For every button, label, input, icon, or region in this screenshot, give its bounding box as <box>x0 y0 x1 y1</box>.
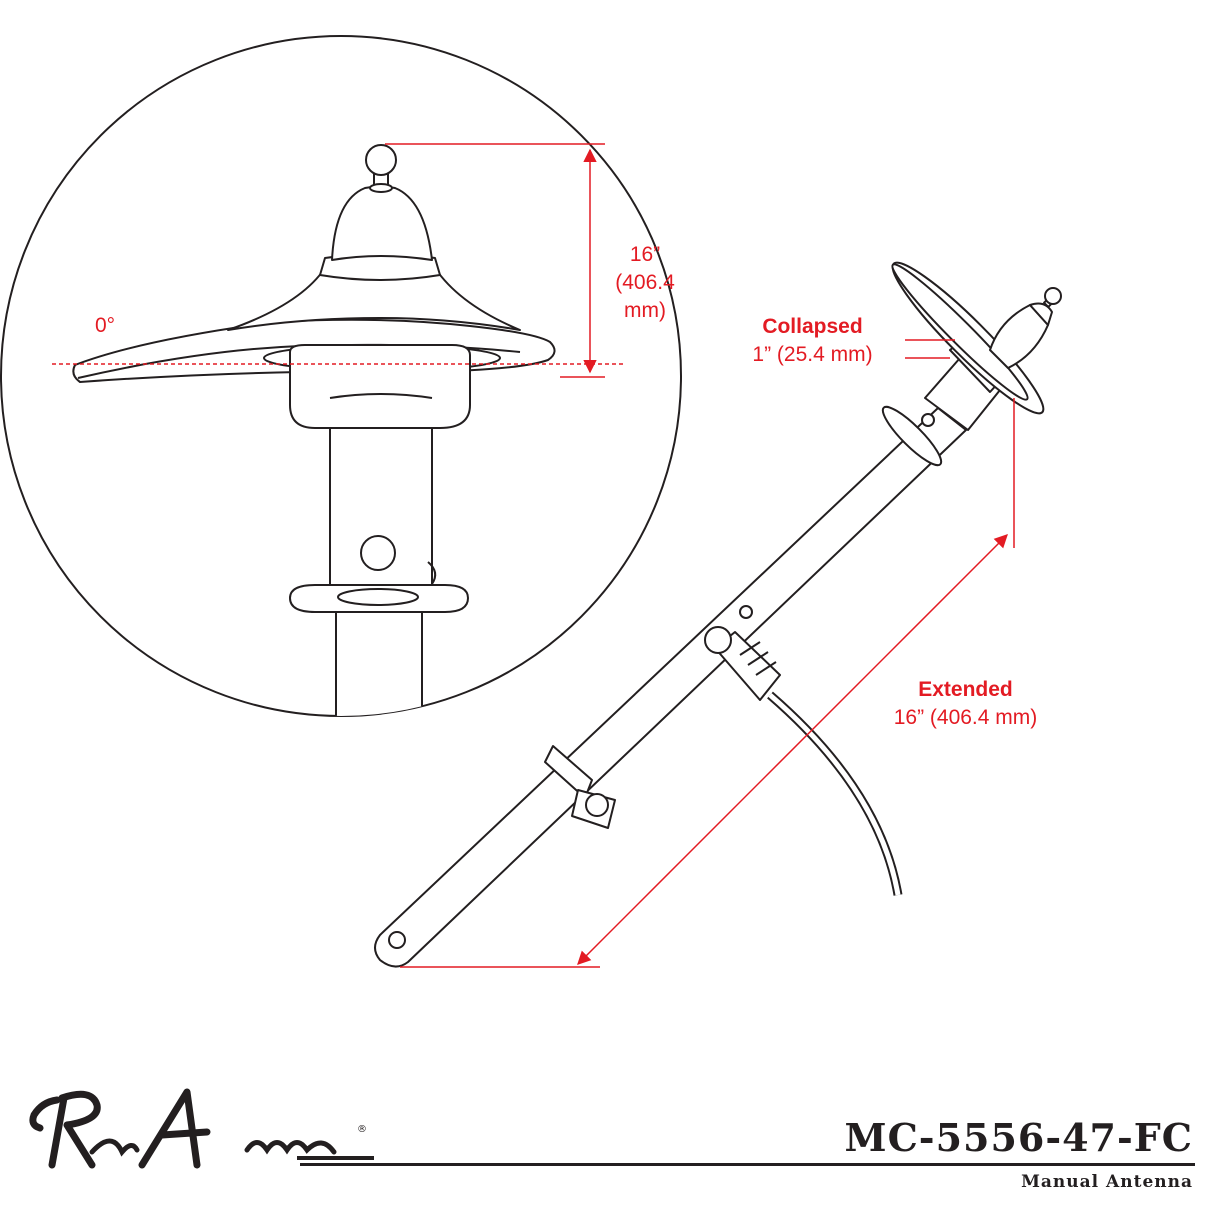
detail-callout <box>0 35 682 717</box>
bezel-cone <box>227 267 521 331</box>
callout-height-label: 16” (406.4 mm) <box>605 241 685 325</box>
angle-label: 0° <box>95 314 116 337</box>
extended-label: Extended 16” (406.4 mm) <box>878 676 1053 732</box>
collapsed-label: Collapsed 1” (25.4 mm) <box>740 313 885 369</box>
retro-antenna-logo: ® <box>29 1088 374 1169</box>
collapsed-value: 1” (25.4 mm) <box>752 343 873 366</box>
antenna-tip-ball-angled <box>1044 287 1062 305</box>
extended-title: Extended <box>918 678 1013 701</box>
callout-height-line3: mm) <box>624 299 666 322</box>
tube-hole <box>360 535 396 571</box>
bracket-bolt <box>585 793 609 817</box>
antenna-tip-ball <box>365 144 397 176</box>
lower-washer <box>881 405 943 467</box>
extended-value: 16” (406.4 mm) <box>893 706 1038 729</box>
callout-height-line1: 16” <box>629 243 661 266</box>
tube-hole-small <box>921 413 935 427</box>
extended-dimension-arrow <box>577 534 1008 965</box>
lower-shaft <box>335 595 423 716</box>
product-model-number: MC-5556-47-FC <box>844 1115 1193 1160</box>
product-description: Manual Antenna <box>1021 1172 1193 1192</box>
collapsed-title: Collapsed <box>762 315 863 338</box>
connector-nut <box>704 626 732 654</box>
body-hole-lower <box>388 931 406 949</box>
ferrule-dome <box>331 185 433 261</box>
dimension-lines <box>400 339 1015 968</box>
callout-height-line2: (406.4 <box>615 271 675 294</box>
footer-rule <box>300 1163 1195 1166</box>
svg-text:®: ® <box>357 1124 367 1135</box>
body-hole-upper <box>739 605 753 619</box>
mount-collar <box>289 344 471 429</box>
